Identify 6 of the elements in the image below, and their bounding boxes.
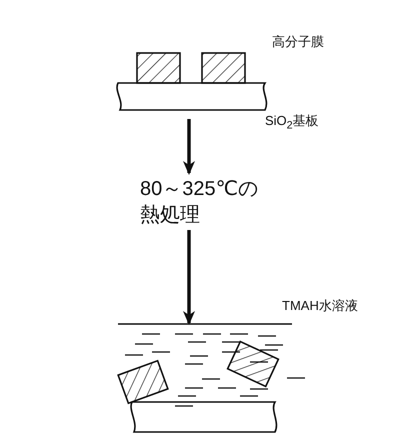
arrow (183, 119, 195, 175)
process-text: 80～325℃の熱処理 (140, 170, 270, 226)
part-label: TMAH水溶液 (282, 298, 358, 314)
arrow (183, 230, 195, 325)
part-label: 高分子膜 (272, 34, 324, 50)
part-label: SiO$_{2}$基板 (265, 113, 319, 133)
